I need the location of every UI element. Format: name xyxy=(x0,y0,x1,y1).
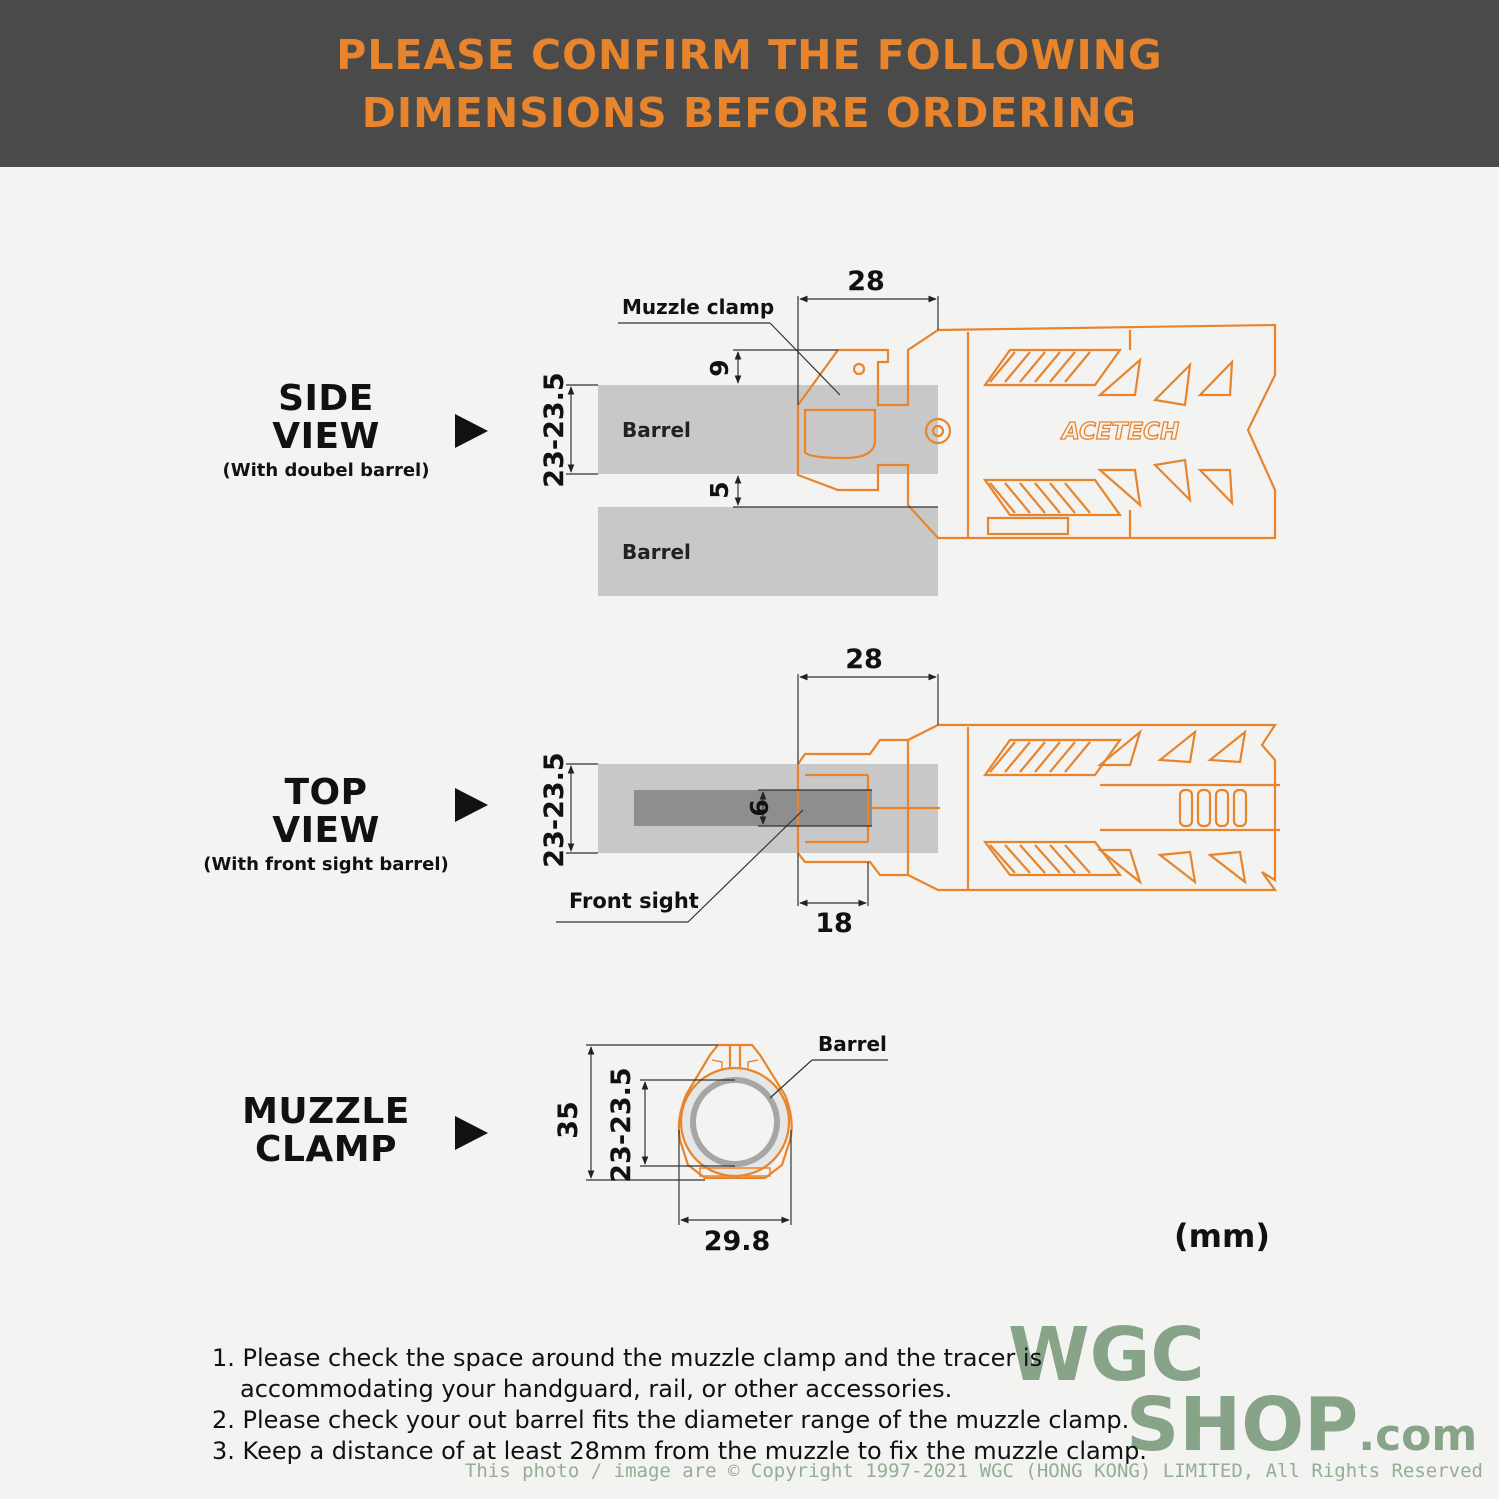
note-1-line2: accommodating your handguard, rail, or o… xyxy=(240,1375,953,1403)
copyright-notice: This photo / image are © Copyright 1997-… xyxy=(464,1460,1483,1482)
front-sight-callout: Front sight xyxy=(569,889,699,913)
side-view-arrow-icon xyxy=(455,414,488,448)
barrel-section xyxy=(690,1077,780,1167)
side-view-title-line1: SIDE xyxy=(278,378,374,419)
header-banner: PLEASE CONFIRM THE FOLLOWING DIMENSIONS … xyxy=(0,0,1499,167)
banner-line-2: DIMENSIONS BEFORE ORDERING xyxy=(361,88,1138,137)
top-view-dimensions xyxy=(556,673,939,923)
side-view-title: SIDE VIEW xyxy=(226,380,426,456)
note-3: 3. Keep a distance of at least 28mm from… xyxy=(212,1437,1147,1465)
top-view-title: TOP VIEW xyxy=(226,774,426,850)
side-dim-height: 23-23.5 xyxy=(539,372,570,487)
side-view-compensator: ACETECH xyxy=(796,323,1277,540)
clamp-dim-outer: 35 xyxy=(553,1101,584,1139)
top-view-subtitle: (With front sight barrel) xyxy=(203,854,449,875)
units-label: (mm) xyxy=(1174,1217,1270,1255)
top-view-title-line1: TOP xyxy=(284,772,368,813)
wgc-logo-line1: WGC xyxy=(1008,1312,1205,1398)
note-1-line1: 1. Please check the space around the muz… xyxy=(212,1344,1043,1372)
clamp-dim-width: 29.8 xyxy=(704,1226,771,1257)
top-dim-sight-length: 18 xyxy=(815,908,853,939)
top-dim-length: 28 xyxy=(845,644,883,675)
side-view-dimensions xyxy=(566,295,939,508)
barrel-bottom-label: Barrel xyxy=(622,540,691,564)
side-dim-length: 28 xyxy=(847,266,885,297)
barrel-bottom xyxy=(598,507,938,596)
barrel-top-label: Barrel xyxy=(622,418,691,442)
wgc-shop-logo: WGC SHOP.com xyxy=(1008,1312,1478,1471)
top-view-compensator xyxy=(796,723,1280,892)
muzzle-clamp-title: MUZZLE CLAMP xyxy=(216,1093,436,1169)
side-dim-gap: 5 xyxy=(705,481,734,498)
side-view-title-line2: VIEW xyxy=(272,416,380,457)
muzzle-clamp-title-line2: CLAMP xyxy=(255,1129,397,1170)
wgc-logo-line2: SHOP xyxy=(1126,1382,1359,1468)
front-sight xyxy=(634,790,872,826)
side-dim-clamp-top: 9 xyxy=(705,359,734,376)
top-dim-height: 23-23.5 xyxy=(539,752,570,867)
muzzle-clamp-dimensions xyxy=(586,1044,888,1225)
muzzle-clamp-callout: Muzzle clamp xyxy=(622,295,774,319)
banner-line-1: PLEASE CONFIRM THE FOLLOWING xyxy=(336,30,1163,79)
wgc-logo-suffix: .com xyxy=(1358,1410,1478,1461)
clamp-dim-inner: 23-23.5 xyxy=(606,1067,637,1182)
order-notes: 1. Please check the space around the muz… xyxy=(212,1343,1232,1467)
clamp-screw-slot xyxy=(699,1167,771,1177)
muzzle-clamp-arrow-icon xyxy=(455,1116,488,1150)
top-view-title-line2: VIEW xyxy=(272,810,380,851)
acetech-logo: ACETECH xyxy=(1060,419,1179,445)
barrel-top xyxy=(598,385,938,474)
clamp-barrel-callout: Barrel xyxy=(818,1032,887,1056)
muzzle-clamp-title-line1: MUZZLE xyxy=(242,1091,410,1132)
note-2: 2. Please check your out barrel fits the… xyxy=(212,1406,1130,1434)
top-view-arrow-icon xyxy=(455,788,488,822)
top-dim-sight: 9 xyxy=(744,799,773,816)
side-view-subtitle: (With doubel barrel) xyxy=(222,460,430,481)
